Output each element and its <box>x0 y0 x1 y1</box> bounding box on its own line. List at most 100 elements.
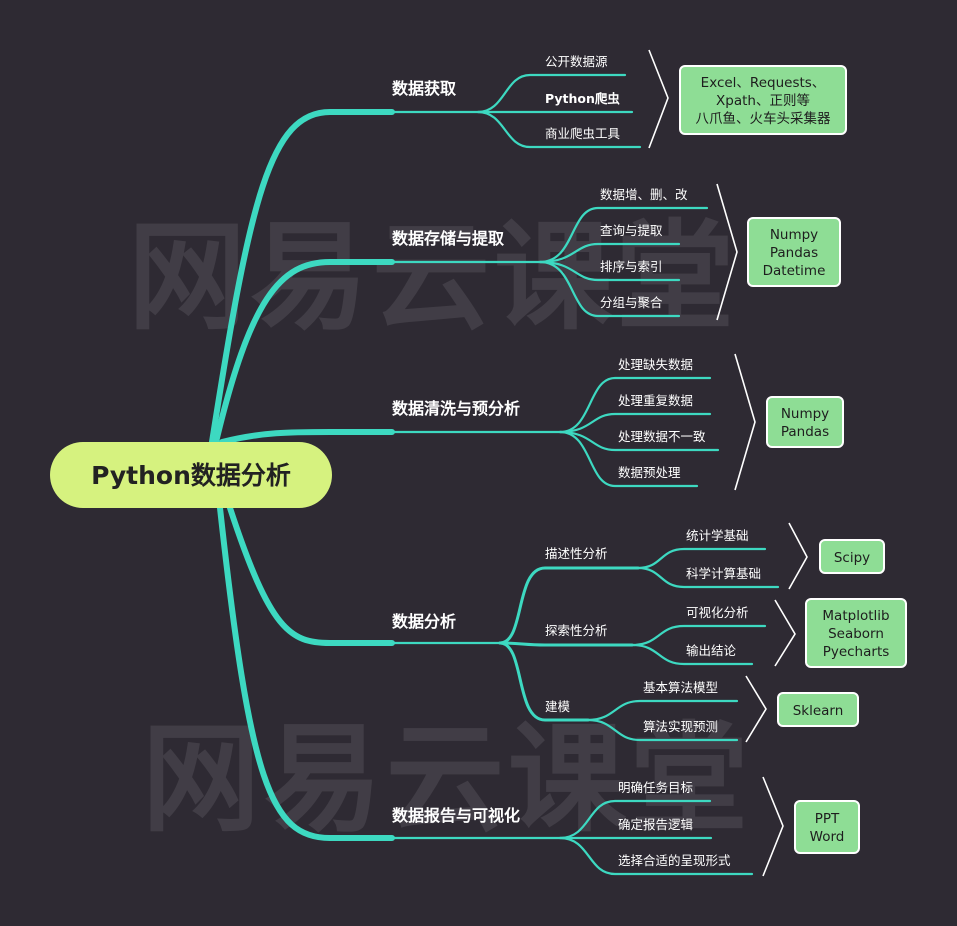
link-b2-item-2 <box>538 242 681 264</box>
tool-box-b4-s2[interactable]: Matplotlib Seaborn Pyecharts <box>805 598 907 668</box>
branch-label-4[interactable]: 数据分析 <box>392 612 456 631</box>
tool-b2-line-3: Datetime <box>763 263 826 279</box>
link-b4-s2-item-1 <box>630 624 767 647</box>
tool-box-b4-s3-bg <box>777 692 859 727</box>
b1-item-1[interactable]: 公开数据源 <box>545 54 608 69</box>
b4-sub-3-label[interactable]: 建模 <box>545 699 571 714</box>
bracket-b4-s1 <box>788 522 808 590</box>
b5-item-1[interactable]: 明确任务目标 <box>618 780 693 795</box>
link-b4-sub-2 <box>498 641 634 647</box>
b2-item-2[interactable]: 查询与提取 <box>600 223 663 238</box>
bracket-b4-s2 <box>774 599 796 667</box>
b4-s1-item-2[interactable]: 科学计算基础 <box>686 566 761 581</box>
b3-item-3[interactable]: 处理数据不一致 <box>618 429 706 444</box>
link-root-branch-3 <box>219 429 395 445</box>
branch-label-2[interactable]: 数据存储与提取 <box>392 229 504 248</box>
tool-b4-s2-line-1: Matplotlib <box>822 608 889 624</box>
b2-item-4[interactable]: 分组与聚合 <box>600 295 663 310</box>
branch-label-1[interactable]: 数据获取 <box>392 79 456 98</box>
b1-item-3[interactable]: 商业爬虫工具 <box>545 126 621 141</box>
root-node-bg <box>50 442 332 508</box>
tool-b4-s3-line-1: Sklearn <box>793 703 844 719</box>
b5-item-3[interactable]: 选择合适的呈现形式 <box>618 853 731 868</box>
link-b4-s1-item-2 <box>636 566 780 589</box>
link-b2-item-1 <box>538 206 709 264</box>
b4-sub-1-label[interactable]: 描述性分析 <box>545 546 608 561</box>
link-b5-item-3 <box>558 836 754 876</box>
b4-s3-item-1[interactable]: 基本算法模型 <box>643 680 718 695</box>
branch-data-analysis: 数据分析 描述性分析 探索性分析 建模 统计学基础 科学计算基础 Scipy 可… <box>392 522 907 743</box>
branch-data-report: 数据报告与可视化 明确任务目标 确定报告逻辑 选择合适的呈现形式 PPT Wor… <box>392 776 860 877</box>
link-b1-item-1 <box>476 73 627 114</box>
branch-data-storage: 数据存储与提取 数据增、删、改 查询与提取 排序与索引 分组与聚合 Numpy … <box>392 183 841 321</box>
tool-b4-s2-line-2: Seaborn <box>828 626 884 642</box>
tool-b2-line-1: Numpy <box>770 227 818 243</box>
tool-box-b1[interactable]: Excel、Requests、 Xpath、正则等 八爪鱼、火车头采集器 <box>679 65 847 135</box>
tool-box-b4-s1-bg <box>819 539 885 574</box>
root-connectors <box>209 109 395 841</box>
link-root-branch-5 <box>217 505 395 841</box>
link-b3-item-4 <box>558 430 699 488</box>
link-b4-s1-item-1 <box>636 547 767 570</box>
link-b4-s2-item-2 <box>630 643 754 666</box>
b2-item-1[interactable]: 数据增、删、改 <box>600 187 688 202</box>
link-b3-item-2 <box>558 412 712 434</box>
b2-item-3[interactable]: 排序与索引 <box>600 259 663 274</box>
tool-box-b5[interactable]: PPT Word <box>794 800 860 854</box>
tool-b4-s2-line-3: Pyecharts <box>823 644 890 660</box>
root-label: Python数据分析 <box>91 461 291 490</box>
b4-s3-item-2[interactable]: 算法实现预测 <box>643 719 718 734</box>
bracket-b3 <box>734 353 756 491</box>
tool-box-b4-s1[interactable]: Scipy <box>819 539 885 574</box>
tool-b2-line-2: Pandas <box>770 245 818 261</box>
link-b2-item-4 <box>538 260 681 318</box>
link-b4-s3-item-1 <box>586 699 739 722</box>
link-root-branch-2 <box>213 259 395 445</box>
tool-box-b5-bg <box>794 800 860 854</box>
b3-item-2[interactable]: 处理重复数据 <box>618 393 693 408</box>
bracket-b2 <box>716 183 738 321</box>
link-b4-sub-1 <box>498 566 640 645</box>
tool-b3-line-2: Pandas <box>781 424 829 440</box>
tool-box-b4-s3[interactable]: Sklearn <box>777 692 859 727</box>
root-node[interactable]: Python数据分析 <box>50 442 332 508</box>
link-b3-item-3 <box>558 430 720 452</box>
bracket-b1 <box>648 49 669 149</box>
b4-s2-item-1[interactable]: 可视化分析 <box>686 605 749 620</box>
tool-box-b1-bg <box>679 65 847 135</box>
tool-b5-line-2: Word <box>810 829 845 845</box>
branch-data-cleaning: 数据清洗与预分析 处理缺失数据 处理重复数据 处理数据不一致 数据预处理 Num… <box>392 353 844 491</box>
link-b3-item-1 <box>558 376 712 434</box>
link-b1-item-3 <box>476 110 642 149</box>
tool-b1-line-3: 八爪鱼、火车头采集器 <box>696 110 831 127</box>
b4-sub-2-label[interactable]: 探索性分析 <box>545 623 608 638</box>
watermark-bottom: 网易云课堂 <box>142 710 752 848</box>
b1-item-2[interactable]: Python爬虫 <box>545 91 620 106</box>
tool-b1-line-2: Xpath、正则等 <box>716 92 810 109</box>
tool-b3-line-1: Numpy <box>781 406 829 422</box>
tool-b1-line-1: Excel、Requests、 <box>701 75 826 91</box>
tool-box-b3[interactable]: Numpy Pandas <box>766 396 844 448</box>
tool-box-b2[interactable]: Numpy Pandas Datetime <box>747 217 841 287</box>
b4-s1-item-1[interactable]: 统计学基础 <box>686 528 749 543</box>
bracket-b4-s3 <box>745 675 767 743</box>
link-root-branch-1 <box>209 109 395 445</box>
tool-b5-line-1: PPT <box>815 811 840 827</box>
b3-item-1[interactable]: 处理缺失数据 <box>618 357 693 372</box>
link-b4-s3-item-2 <box>586 718 739 742</box>
link-root-branch-4 <box>227 505 395 646</box>
b4-s2-item-2[interactable]: 输出结论 <box>686 643 737 658</box>
branch-label-5[interactable]: 数据报告与可视化 <box>392 806 520 825</box>
bracket-b5 <box>762 776 784 877</box>
tool-box-b2-bg <box>747 217 841 287</box>
tool-box-b3-bg <box>766 396 844 448</box>
b5-item-2[interactable]: 确定报告逻辑 <box>618 817 693 832</box>
branch-label-3[interactable]: 数据清洗与预分析 <box>392 399 520 418</box>
branch-data-acquisition: 数据获取 公开数据源 Python爬虫 商业爬虫工具 Excel、Request… <box>392 49 847 149</box>
tool-box-b4-s2-bg <box>805 598 907 668</box>
link-b4-sub-3 <box>498 641 590 722</box>
tool-b4-s1-line-1: Scipy <box>834 550 870 566</box>
b3-item-4[interactable]: 数据预处理 <box>618 465 681 480</box>
